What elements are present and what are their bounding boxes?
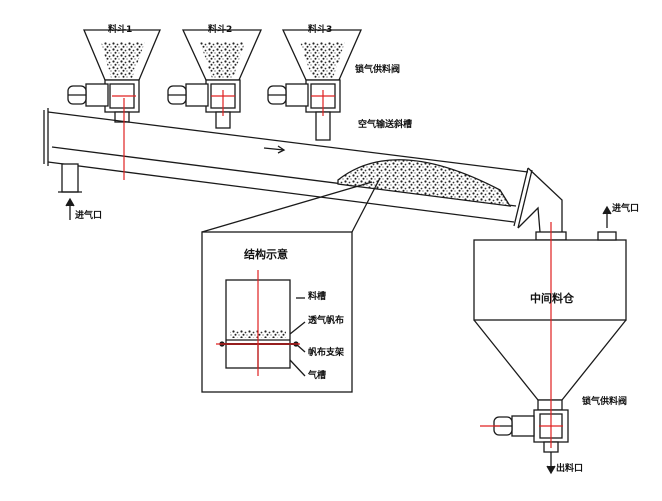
hopper-3 bbox=[267, 29, 362, 141]
discharge-label: 出料口 bbox=[556, 464, 584, 474]
trough-label: 料槽 bbox=[308, 292, 327, 302]
air-inlet-right-label: 进气口 bbox=[612, 204, 640, 214]
hopper-2 bbox=[167, 29, 262, 129]
air-chamber-label: 气槽 bbox=[308, 371, 327, 381]
center-lines bbox=[112, 90, 563, 448]
air-slide-label: 空气输送斜槽 bbox=[358, 120, 413, 130]
discharge-arrow bbox=[546, 452, 556, 475]
intermediate-bin bbox=[473, 231, 627, 453]
intermediate-bin-label: 中间料仓 bbox=[530, 292, 574, 305]
air-inlet-left-label: 进气口 bbox=[75, 211, 103, 221]
hopper-1-label: 料斗1 bbox=[108, 25, 133, 35]
fabric-label: 透气帆布 bbox=[308, 316, 345, 326]
rotary-valve-bottom-label: 锁气供料阀 bbox=[582, 397, 628, 407]
hopper-3-label: 料斗3 bbox=[308, 25, 333, 35]
structure-detail-box bbox=[201, 177, 381, 393]
air-inlet-left-arrow bbox=[65, 197, 75, 220]
hopper-2-label: 料斗2 bbox=[208, 25, 233, 35]
fabric-support-label: 帆布支架 bbox=[308, 348, 345, 358]
air-inlet-right-arrow bbox=[602, 205, 612, 228]
air-slide-conveyor bbox=[43, 108, 533, 229]
hopper-1 bbox=[67, 29, 161, 123]
structure-title: 结构示意 bbox=[244, 248, 288, 261]
rotary-valve-top-label: 锁气供料阀 bbox=[355, 65, 401, 75]
